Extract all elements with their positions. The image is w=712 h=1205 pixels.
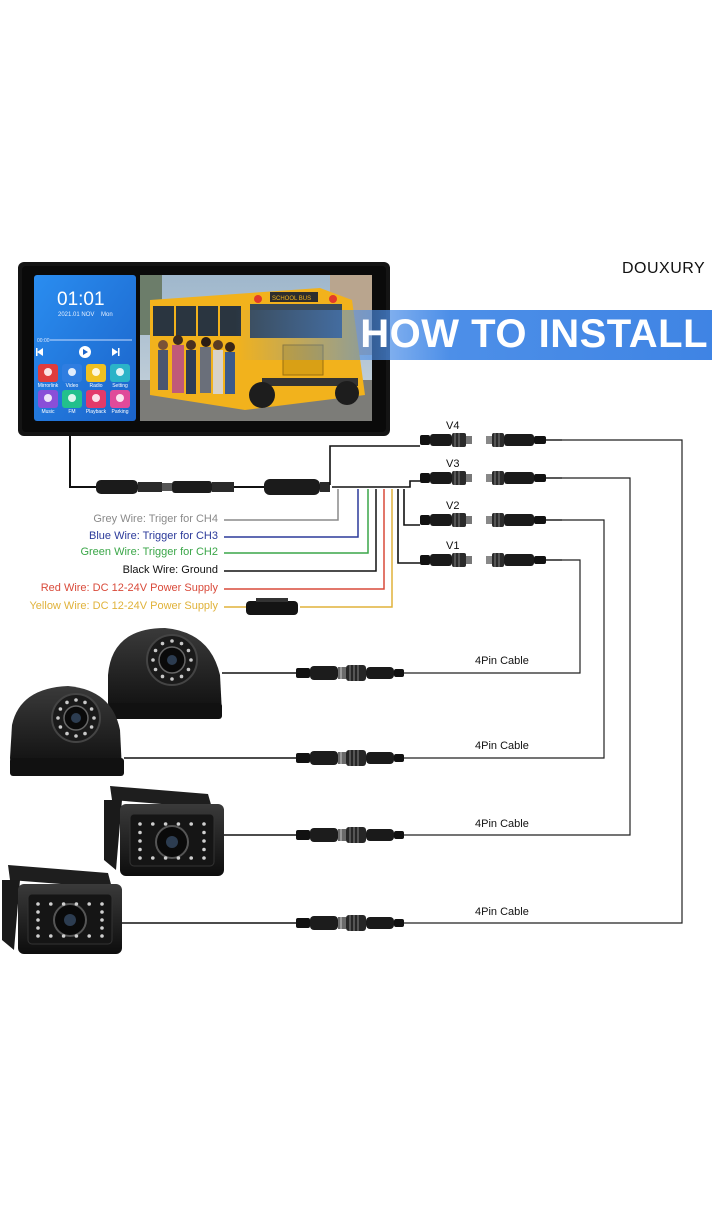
app-label: Setting: [112, 383, 128, 389]
app-label: Video: [66, 383, 79, 389]
app-playback-icon: Playback: [86, 390, 107, 415]
video-input-label-v4: V4: [446, 420, 460, 432]
title-banner: [235, 310, 712, 360]
wire-label: Red Wire: DC 12-24V Power Supply: [40, 582, 218, 594]
video-input-connector: [420, 471, 562, 485]
wire-line: [300, 489, 393, 608]
camera-ch1: [108, 628, 296, 719]
app-parking-icon: Parking: [110, 390, 130, 415]
next-track-icon: [112, 348, 120, 356]
app-label: Parking: [112, 409, 129, 415]
wire-line: [224, 489, 377, 572]
wire-label: Grey Wire: Triger for CH4: [93, 513, 218, 525]
wire-label: Black Wire: Ground: [122, 564, 218, 576]
cable-label: 4Pin Cable: [475, 655, 529, 667]
wire-splitter: [320, 482, 330, 492]
camera-cable-connector: [296, 915, 404, 931]
fuse-holder: [246, 601, 298, 615]
camera-ch3: [104, 786, 296, 876]
monitor-time: 01:01: [57, 289, 105, 310]
app-mirrorlink-icon: Mirrorlink: [38, 364, 59, 389]
camera-cable-connector: [296, 665, 404, 681]
camera-ch4: [2, 865, 296, 954]
app-setting-icon: Setting: [110, 364, 130, 389]
app-label: FM: [68, 409, 75, 415]
video-input-connector: [420, 553, 562, 567]
bus-sign: SCHOOL BUS: [272, 296, 311, 302]
camera-ch2: [10, 686, 296, 776]
app-label: Music: [41, 409, 55, 415]
camera-cable-connector: [296, 827, 404, 843]
app-label: Mirrorlink: [38, 383, 59, 389]
app-fm-icon: FM: [62, 390, 82, 415]
wire-label: Blue Wire: Trigger for CH3: [89, 530, 218, 542]
video-input-label-v3: V3: [446, 458, 460, 470]
cable-label: 4Pin Cable: [475, 740, 529, 752]
page-title: HOW TO INSTALL: [360, 312, 708, 356]
wire-line: [224, 489, 359, 538]
video-input-connector: [420, 513, 562, 527]
monitor-date: 2021.01 NOV: [58, 312, 94, 318]
monitor-day: Mon: [101, 312, 113, 318]
trigger-power-wires: [224, 489, 393, 608]
monitor-media-time: 00:00: [37, 338, 50, 344]
app-label: Radio: [89, 383, 102, 389]
video-input-connector: [420, 433, 562, 447]
wire-label: Yellow Wire: DC 12-24V Power Supply: [29, 600, 218, 612]
camera-cable-connector: [296, 750, 404, 766]
wire-line: [224, 489, 369, 554]
cable-label: 4Pin Cable: [475, 906, 529, 918]
app-label: Playback: [86, 409, 107, 415]
video-input-label-v2: V2: [446, 500, 460, 512]
wire-label: Green Wire: Trigger for CH2: [80, 546, 218, 558]
prev-track-icon: [36, 348, 43, 356]
video-input-label-v1: V1: [446, 540, 460, 552]
cable-label: 4Pin Cable: [475, 818, 529, 830]
app-music-icon: Music: [38, 390, 58, 415]
app-radio-icon: Radio: [86, 364, 106, 389]
brand-name: DOUXURY: [622, 260, 706, 277]
wire-line: [224, 489, 385, 590]
app-video-icon: Video: [62, 364, 82, 389]
wire-line: [224, 489, 339, 521]
